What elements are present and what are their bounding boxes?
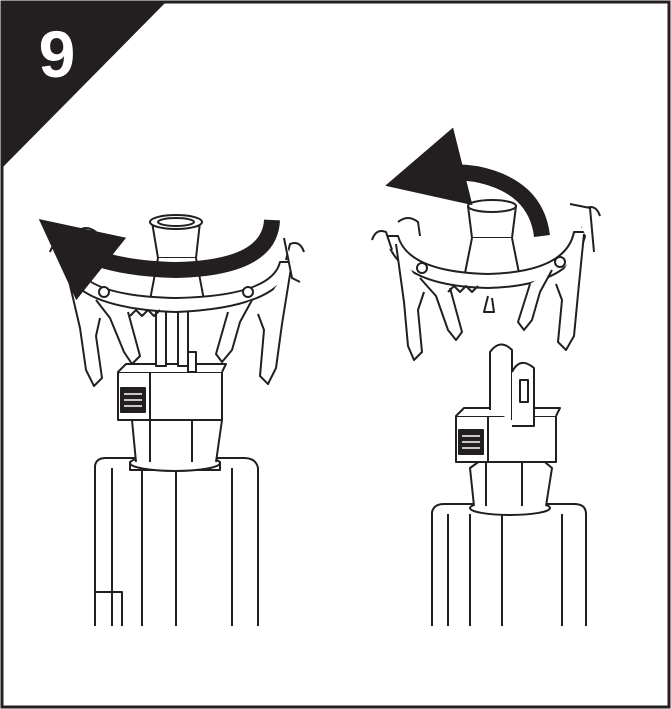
left-rotation-arrow — [38, 219, 280, 301]
left-clip-2 — [257, 261, 293, 385]
left-figure — [49, 214, 305, 626]
step-badge — [2, 2, 166, 168]
right-clip-1 — [395, 243, 425, 361]
right-figure — [371, 199, 601, 626]
step-number: 9 — [38, 17, 76, 91]
right-rotation-arrow — [385, 127, 550, 238]
right-prong-1 — [489, 343, 513, 420]
right-clip-2 — [555, 233, 585, 351]
